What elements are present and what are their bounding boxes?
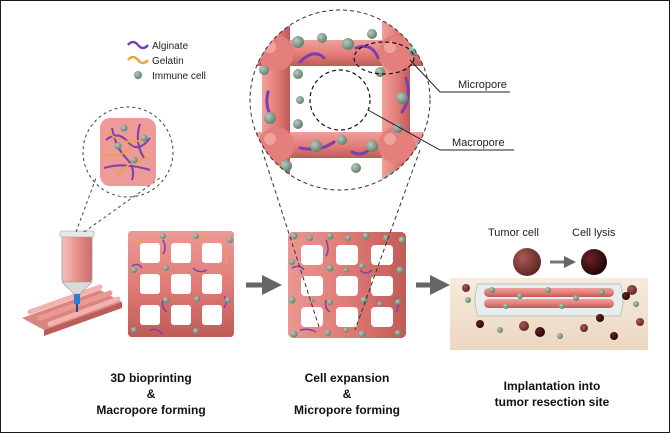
- caption-step3-line2: tumor resection site: [494, 395, 610, 409]
- implantation-illustration: Tumor cell Cell lysis: [450, 227, 648, 350]
- bioink-zoom-circle: [82, 106, 174, 198]
- legend: Alginate Gelatin Immune cell: [127, 40, 206, 82]
- cell-lysis-label: Cell lysis: [572, 227, 616, 239]
- micropore-annotation: Micropore: [409, 59, 510, 93]
- lysed-cell: [581, 249, 607, 275]
- printed-bed: [22, 284, 122, 336]
- legend-immune-cell-label: Immune cell: [152, 71, 206, 82]
- caption-step1-line1: 3D bioprinting: [110, 371, 192, 385]
- bioink-detail: [100, 118, 156, 186]
- caption-step2-line2: &: [342, 387, 352, 401]
- micropore-label: Micropore: [458, 79, 507, 91]
- tumor-cell: [513, 248, 541, 276]
- syringe: [59, 230, 95, 312]
- tumor-cell-label: Tumor cell: [488, 227, 539, 239]
- caption-step1-line3: Macropore forming: [96, 403, 206, 417]
- macropore-scaffold: [128, 231, 234, 337]
- caption-step2-line1: Cell expansion: [304, 371, 390, 385]
- macropore-annotation: Macropore: [367, 109, 514, 151]
- caption-step3: Implantation into tumor resection site: [462, 378, 642, 410]
- caption-step1: 3D bioprinting & Macropore forming: [76, 370, 226, 418]
- caption-step2-line3: Micropore forming: [293, 403, 400, 417]
- caption-step1-line2: &: [146, 387, 156, 401]
- caption-step3-line1: Implantation into: [503, 379, 601, 393]
- immune-cell-swatch: [134, 71, 142, 79]
- caption-step2: Cell expansion & Micropore forming: [272, 370, 422, 418]
- macropore-label: Macropore: [452, 137, 505, 149]
- legend-gelatin-label: Gelatin: [152, 56, 184, 67]
- scaffold-zoom: [249, 9, 431, 191]
- alginate-swatch: [127, 40, 149, 50]
- legend-alginate-label: Alginate: [152, 41, 189, 52]
- gelatin-swatch: [127, 55, 149, 65]
- bioprinting-illustration: [22, 106, 174, 336]
- micropore-scaffold: [288, 232, 406, 338]
